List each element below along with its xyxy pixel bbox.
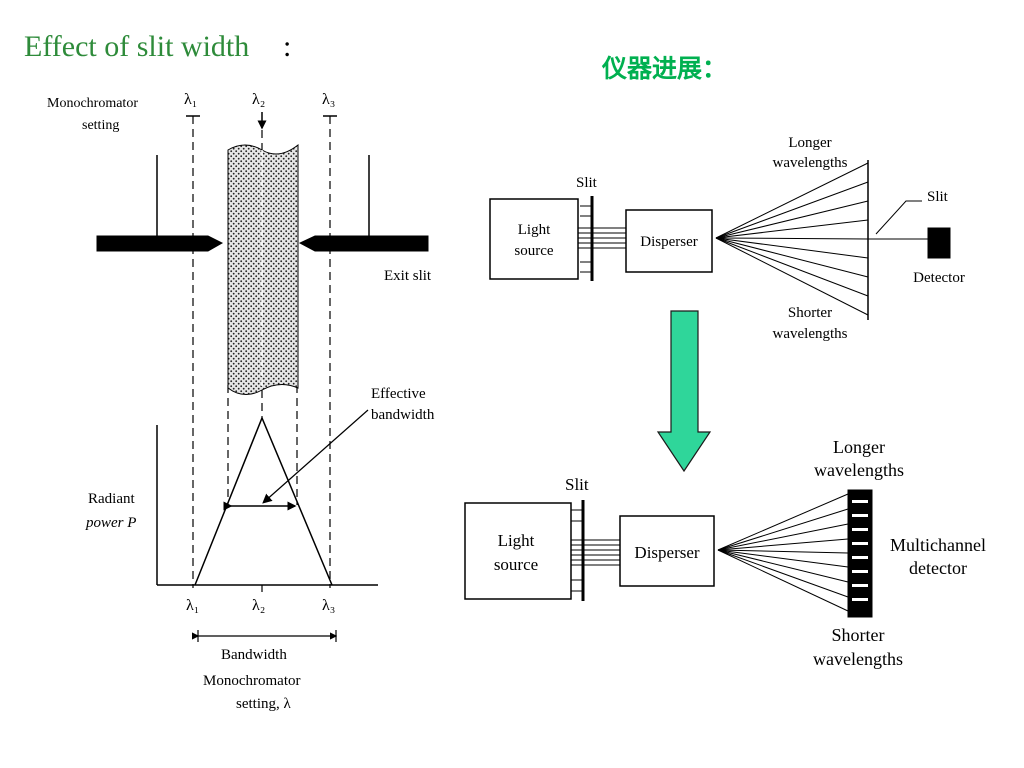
subtitle-text: 仪器进展： xyxy=(601,54,727,83)
light-source-label-1: Light xyxy=(518,222,551,238)
slit-function-triangle xyxy=(194,416,333,586)
shorter-wavelengths-label-1: Shorter xyxy=(788,305,832,321)
effective-bandwidth-pointer xyxy=(262,409,369,504)
entrance-slit-label: Slit xyxy=(576,175,598,191)
lambda2-bottom-label: λ₂ xyxy=(252,597,265,614)
light-source-label-2: source xyxy=(514,243,553,259)
slit-width-diagram: Monochromator setting λ₁ λ₂ λ₃ Exit slit… xyxy=(47,91,435,712)
multichannel-detector-label-2: detector xyxy=(909,558,967,578)
exit-slit-right-jaw xyxy=(298,235,429,252)
dispersed-rays xyxy=(715,162,869,316)
light-source-box xyxy=(489,198,579,280)
exit-slit-pointer xyxy=(875,200,922,235)
down-arrow-icon xyxy=(656,310,712,473)
slide-title: Effect of slit width : xyxy=(24,30,291,63)
entrance-slit-label-2: Slit xyxy=(565,475,589,494)
disperser-label: Disperser xyxy=(640,234,697,250)
dispersed-rays-2 xyxy=(717,493,849,612)
lambda3-bottom-label: λ₃ xyxy=(322,597,335,614)
multichannel-detector-label-1: Multichannel xyxy=(890,535,986,555)
disperser-box-2 xyxy=(619,515,715,587)
x-axis-label-1: Monochromator xyxy=(203,673,300,689)
shorter-wavelengths-label-2-2: wavelengths xyxy=(813,649,903,669)
scanning-spectrometer-diagram: Light source Slit Disperser xyxy=(489,135,965,342)
monochromator-setting-label-1: Monochromator xyxy=(47,96,138,111)
disperser-box xyxy=(625,209,713,273)
light-source-label-2-2: source xyxy=(494,555,538,574)
title-text: Effect of slit width xyxy=(24,30,249,63)
shorter-wavelengths-label-2-1: Shorter xyxy=(832,625,885,645)
exit-slit-label: Exit slit xyxy=(384,268,432,284)
lambda2-top-label: λ₂ xyxy=(252,91,265,108)
exit-slit-label-right: Slit xyxy=(927,189,949,205)
lambda3-top-label: λ₃ xyxy=(322,91,335,108)
monochromator-setting-label-2: setting xyxy=(82,118,119,133)
light-source-label-2-1: Light xyxy=(498,531,535,550)
shorter-wavelengths-label-2: wavelengths xyxy=(773,326,848,342)
longer-wavelengths-label-2-2: wavelengths xyxy=(814,460,904,480)
longer-wavelengths-label-2: wavelengths xyxy=(773,155,848,171)
longer-wavelengths-label-2-1: Longer xyxy=(833,437,885,457)
detector-label: Detector xyxy=(913,270,965,286)
multichannel-detector-array xyxy=(847,489,873,618)
bandwidth-label: Bandwidth xyxy=(221,647,287,663)
disperser-label-2: Disperser xyxy=(634,543,699,562)
light-source-box-2 xyxy=(464,502,572,600)
multichannel-spectrometer-diagram: Light source Slit Disperser xyxy=(464,437,986,669)
effective-bandwidth-label-2: bandwidth xyxy=(371,407,435,423)
longer-wavelengths-label-1: Longer xyxy=(788,135,831,151)
effective-bandwidth-label-1: Effective xyxy=(371,386,426,402)
lambda1-top-label: λ₁ xyxy=(184,91,197,108)
light-beam-band xyxy=(227,143,299,395)
x-axis-label-2: setting, λ xyxy=(236,696,291,712)
radiant-power-label-1: Radiant xyxy=(88,491,135,507)
detector-block xyxy=(927,227,951,259)
title-colon: : xyxy=(283,30,291,63)
lambda1-bottom-label: λ₁ xyxy=(186,597,199,614)
exit-slit-left-jaw xyxy=(96,235,224,252)
radiant-power-label-2: power P xyxy=(85,515,136,531)
